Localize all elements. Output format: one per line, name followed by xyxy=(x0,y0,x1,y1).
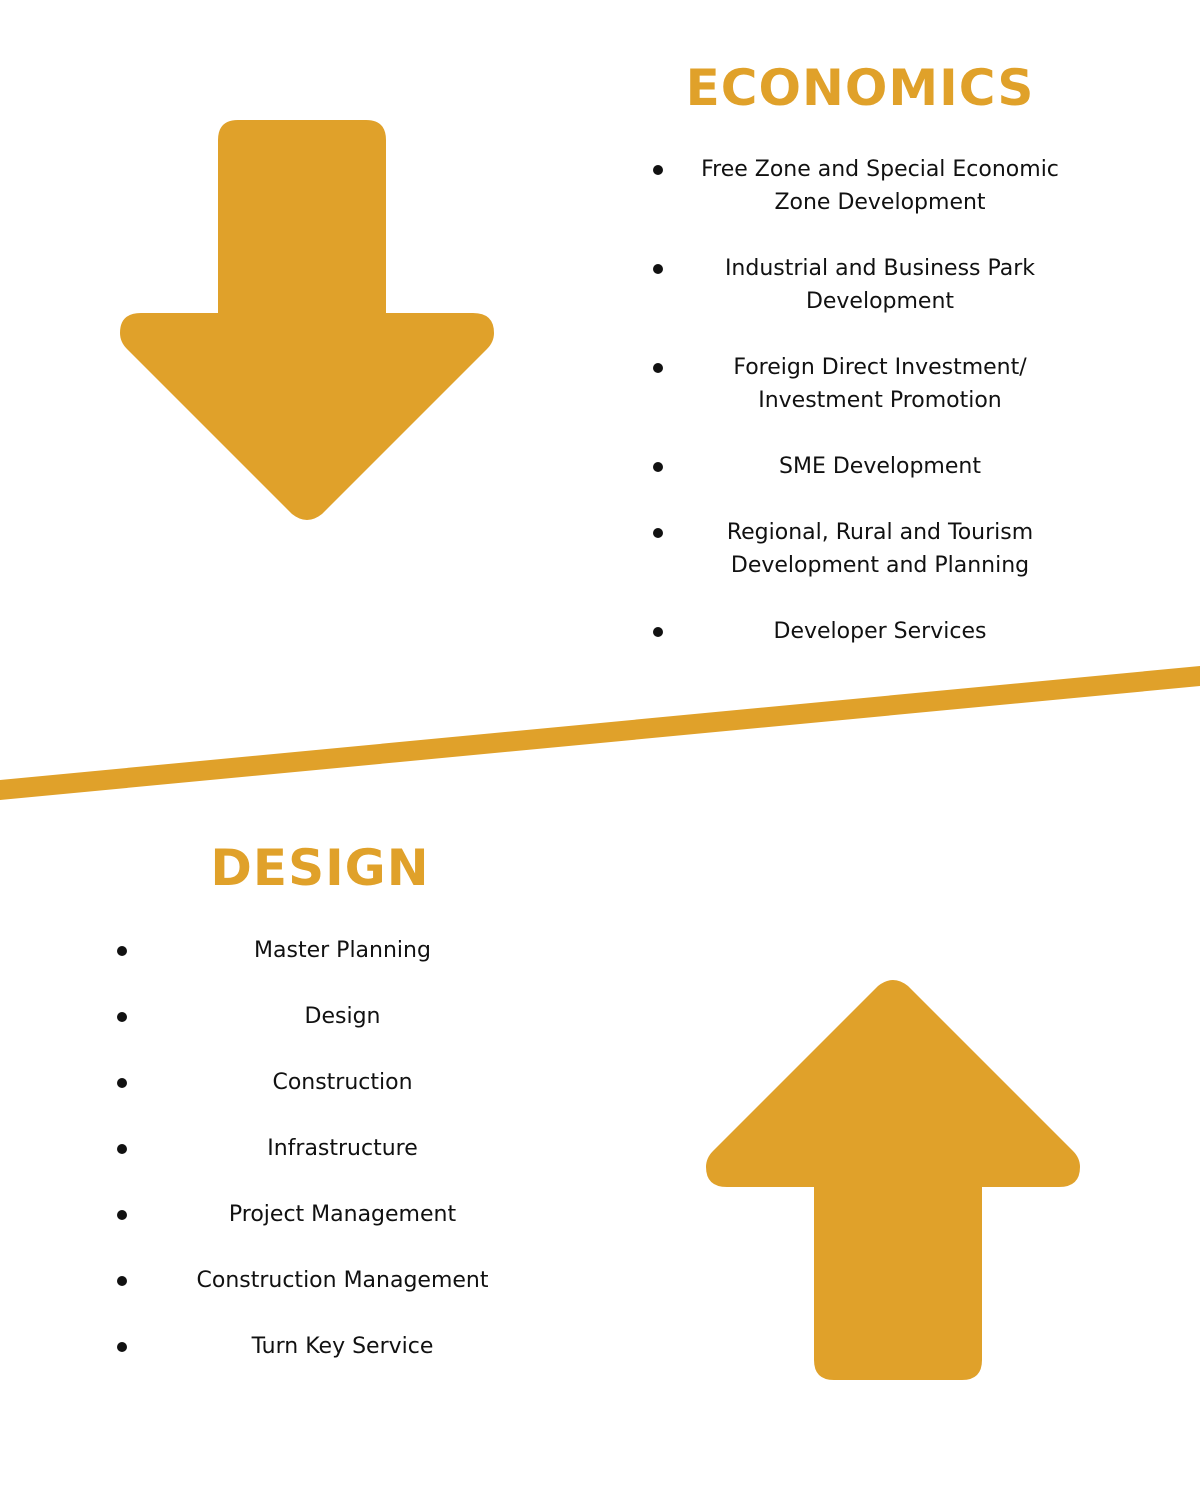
bullet-icon xyxy=(653,627,663,637)
bullet-icon xyxy=(117,1210,127,1220)
arrow-up-icon xyxy=(706,980,1080,1380)
divider-line xyxy=(0,666,1200,800)
bullet-icon xyxy=(653,462,663,472)
economics-heading: ECONOMICS xyxy=(685,59,1035,117)
list-item-label: Construction xyxy=(272,1070,413,1095)
bullet-icon xyxy=(653,165,663,175)
list-item-label: Foreign Direct Investment/ Investment Pr… xyxy=(733,355,1027,413)
arrow-down-icon xyxy=(120,120,494,520)
bullet-icon xyxy=(117,946,127,956)
list-item-label: SME Development xyxy=(779,454,981,479)
list-item-label: Design xyxy=(304,1004,381,1029)
bullet-icon xyxy=(117,1342,127,1352)
list-item-label: Construction Management xyxy=(196,1268,489,1293)
bullet-icon xyxy=(653,528,663,538)
bullet-icon xyxy=(117,1012,127,1022)
list-item-label: Regional, Rural and Tourism Development … xyxy=(726,520,1034,578)
bullet-icon xyxy=(653,363,663,373)
bullet-icon xyxy=(117,1276,127,1286)
design-list: Master Planning Design Construction Infr… xyxy=(115,934,535,1364)
list-item-label: Developer Services xyxy=(773,619,987,644)
list-item-label: Industrial and Business Park Development xyxy=(724,256,1036,314)
list-item-label: Free Zone and Special Economic Zone Deve… xyxy=(701,157,1059,215)
list-item-label: Master Planning xyxy=(254,938,431,963)
list-item-label: Project Management xyxy=(228,1202,457,1227)
design-heading: DESIGN xyxy=(210,839,430,897)
bullet-icon xyxy=(117,1144,127,1154)
bullet-icon xyxy=(653,264,663,274)
list-item-label: Turn Key Service xyxy=(251,1334,434,1359)
list-item-label: Infrastructure xyxy=(267,1136,418,1161)
economics-list: Free Zone and Special Economic Zone Deve… xyxy=(650,153,1120,653)
bullet-icon xyxy=(117,1078,127,1088)
